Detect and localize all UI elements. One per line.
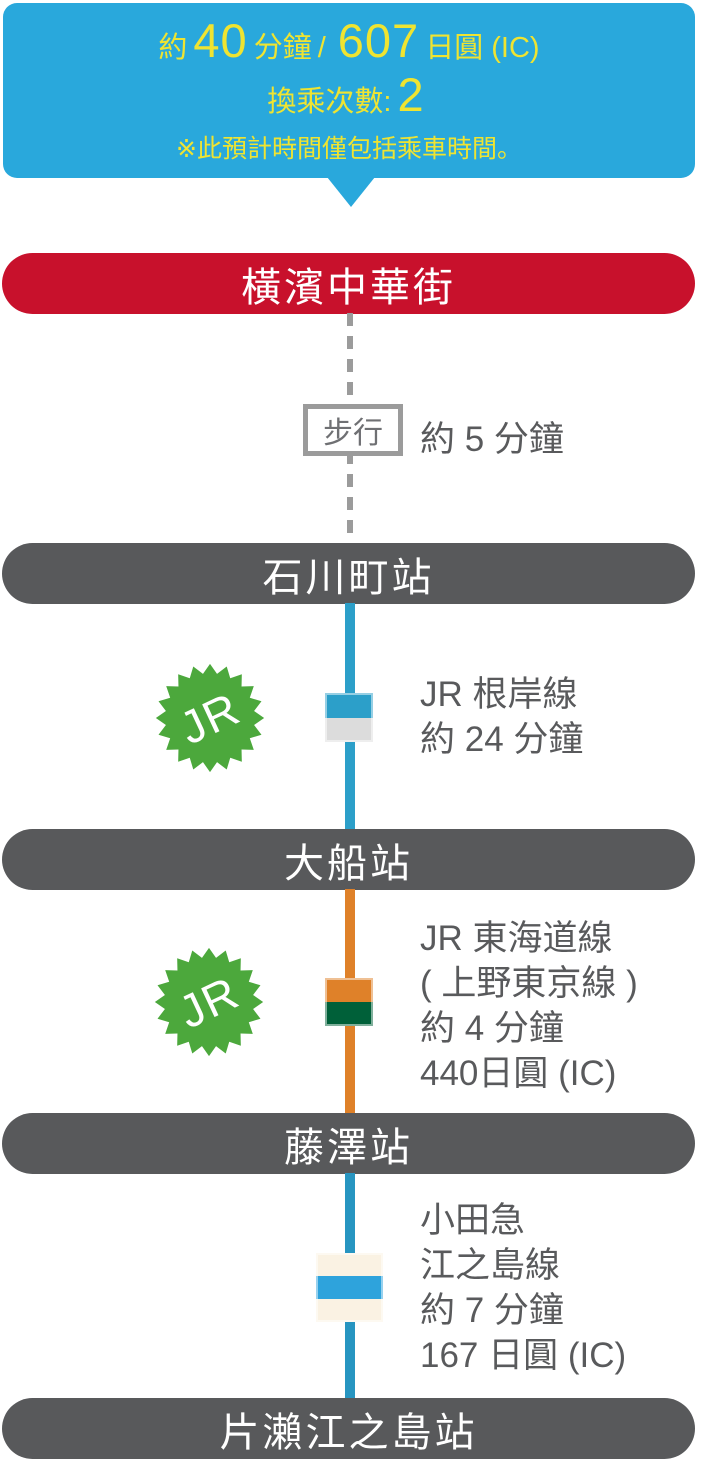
- callout-pointer-icon: [327, 177, 375, 207]
- segment-2-line-subname: ( 上野東京線 ): [420, 964, 638, 1003]
- duration-unit: 分鐘: [253, 32, 312, 64]
- stop-station-1-label: 石川町站: [262, 555, 435, 600]
- separator: /: [317, 32, 326, 64]
- marker-band: [325, 1002, 373, 1026]
- segment-3-info: 小田急 江之島線 約 7 分鐘 167 日圓 (IC): [420, 1198, 626, 1378]
- stop-station-4-label: 片瀨江之島站: [219, 1410, 478, 1455]
- stop-station-2-label: 大船站: [284, 841, 413, 886]
- segment-2-line-marker: [325, 978, 373, 1026]
- segment-2-info: JR 東海道線 ( 上野東京線 ) 約 4 分鐘 440日圓 (IC): [420, 916, 638, 1096]
- summary-transfers-row: 換乘次數: 2: [267, 70, 430, 120]
- fare-value: 607: [337, 14, 420, 67]
- stop-origin: 橫濱中華街: [2, 253, 695, 314]
- segment-3-operator: 小田急: [420, 1201, 526, 1240]
- stop-station-2: 大船站: [2, 829, 695, 890]
- segment-1-info: JR 根岸線 約 24 分鐘: [420, 672, 583, 762]
- walk-label: 步行: [323, 417, 383, 450]
- segment-3-line-marker: [316, 1253, 383, 1322]
- marker-band: [316, 1299, 383, 1322]
- segment-2-fare: 440日圓 (IC): [420, 1054, 617, 1093]
- marker-band: [325, 978, 373, 1002]
- stop-origin-label: 橫濱中華街: [241, 265, 456, 310]
- stop-station-4: 片瀨江之島站: [2, 1398, 695, 1459]
- segment-2-line-name: JR 東海道線: [420, 919, 613, 958]
- jr-badge-icon: JR: [153, 661, 267, 775]
- transfers-label: 換乘次數:: [267, 86, 392, 118]
- marker-band: [316, 1276, 383, 1299]
- stop-station-1: 石川町站: [2, 543, 695, 604]
- jr-badge-icon: JR: [152, 945, 266, 1059]
- summary-note: ※此預計時間僅包括乘車時間。: [176, 135, 522, 163]
- segment-3-fare: 167 日圓 (IC): [420, 1336, 627, 1375]
- segment-2-duration: 約 4 分鐘: [420, 1009, 564, 1048]
- duration-value: 40: [193, 14, 248, 67]
- transfers-value: 2: [397, 68, 425, 121]
- walk-info: 約 5 分鐘: [420, 420, 564, 459]
- segment-3-line-name: 江之島線: [420, 1246, 561, 1285]
- summary-duration-fare-row: 約 40 分鐘 / 607 日圓 (IC): [158, 16, 539, 66]
- walk-badge: 步行: [303, 404, 403, 456]
- segment-1-duration: 約 24 分鐘: [420, 720, 584, 759]
- stop-station-3-label: 藤澤站: [284, 1125, 413, 1170]
- summary-callout: 約 40 分鐘 / 607 日圓 (IC) 換乘次數: 2 ※此預計時間僅包括乘…: [3, 3, 695, 178]
- marker-band: [325, 693, 373, 718]
- segment-1-line-name: JR 根岸線: [420, 675, 578, 714]
- marker-band: [316, 1253, 383, 1276]
- fare-suffix: 日圓 (IC): [425, 32, 540, 64]
- marker-band: [325, 717, 373, 742]
- segment-3-duration: 約 7 分鐘: [420, 1291, 564, 1330]
- segment-1-line-marker: [325, 693, 373, 742]
- approx-label: 約: [158, 32, 188, 64]
- stop-station-3: 藤澤站: [2, 1113, 695, 1174]
